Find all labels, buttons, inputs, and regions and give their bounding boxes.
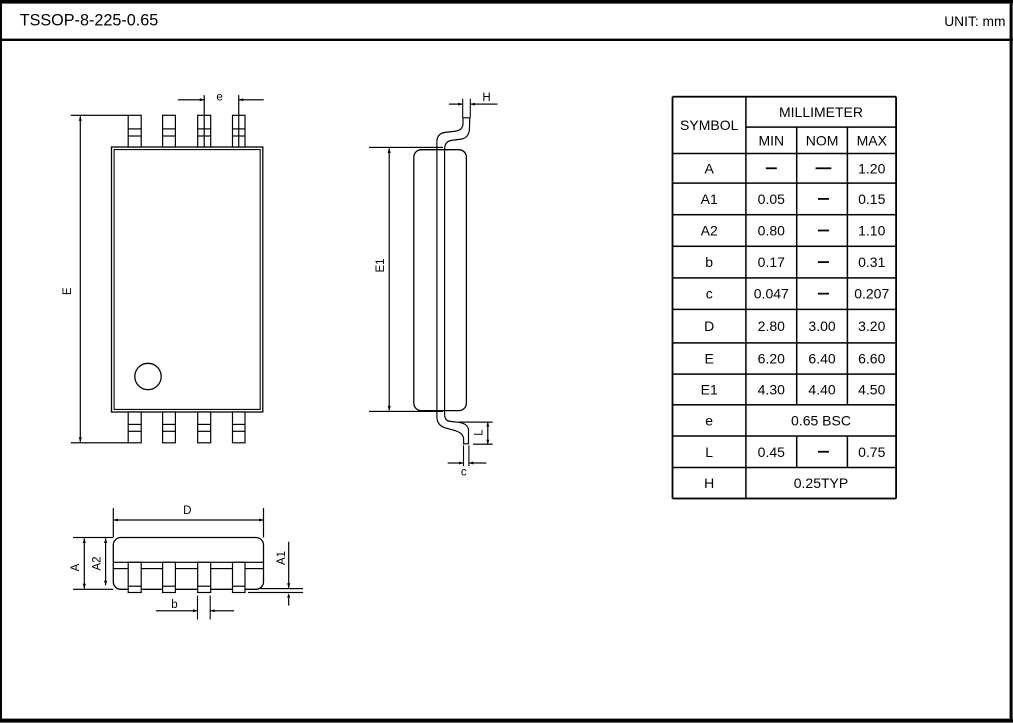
svg-text:A1: A1 [701, 191, 718, 207]
svg-text:0.65 BSC: 0.65 BSC [791, 412, 851, 428]
svg-text:A1: A1 [276, 551, 288, 565]
svg-text:A: A [705, 160, 715, 176]
svg-text:1.20: 1.20 [858, 160, 885, 176]
svg-text:E: E [705, 351, 714, 367]
svg-text:0.75: 0.75 [858, 444, 885, 460]
svg-text:UNIT: mm: UNIT: mm [944, 14, 1005, 29]
svg-text:b: b [171, 599, 177, 611]
svg-text:0.15: 0.15 [858, 191, 885, 207]
svg-text:E1: E1 [701, 381, 718, 397]
svg-text:6.20: 6.20 [758, 351, 785, 367]
svg-text:4.50: 4.50 [858, 381, 885, 397]
svg-text:L: L [474, 429, 486, 436]
svg-text:D: D [183, 505, 191, 517]
svg-text:0.047: 0.047 [754, 286, 789, 302]
svg-text:0.80: 0.80 [758, 223, 785, 239]
svg-text:3.20: 3.20 [858, 318, 885, 334]
svg-text:0.17: 0.17 [758, 254, 785, 270]
svg-text:0.31: 0.31 [858, 254, 885, 270]
svg-text:MIN: MIN [758, 132, 784, 148]
svg-text:4.30: 4.30 [758, 381, 785, 397]
svg-text:H: H [704, 475, 714, 491]
svg-text:0.207: 0.207 [854, 286, 889, 302]
svg-text:6.40: 6.40 [808, 351, 835, 367]
svg-text:4.40: 4.40 [808, 381, 835, 397]
svg-text:MAX: MAX [857, 132, 888, 148]
svg-text:6.60: 6.60 [858, 351, 885, 367]
svg-text:1.10: 1.10 [858, 223, 885, 239]
svg-text:D: D [704, 318, 714, 334]
svg-text:c: c [706, 286, 713, 302]
svg-text:0.25TYP: 0.25TYP [794, 475, 848, 491]
svg-text:3.00: 3.00 [808, 318, 835, 334]
svg-text:e: e [216, 92, 222, 104]
svg-text:TSSOP-8-225-0.65: TSSOP-8-225-0.65 [20, 12, 159, 30]
svg-text:E1: E1 [375, 258, 387, 272]
svg-text:A2: A2 [91, 556, 103, 570]
svg-text:SYMBOL: SYMBOL [680, 117, 739, 133]
svg-text:e: e [705, 412, 713, 428]
svg-text:L: L [705, 444, 713, 460]
svg-text:0.45: 0.45 [758, 444, 785, 460]
svg-text:E: E [62, 287, 74, 295]
svg-text:MILLIMETER: MILLIMETER [779, 104, 863, 120]
svg-text:NOM: NOM [806, 132, 839, 148]
svg-text:0.05: 0.05 [758, 191, 785, 207]
svg-text:c: c [461, 467, 467, 479]
svg-text:A: A [70, 563, 82, 571]
svg-text:A2: A2 [701, 223, 718, 239]
svg-text:2.80: 2.80 [758, 318, 785, 334]
svg-text:b: b [705, 254, 713, 270]
svg-text:H: H [482, 92, 490, 104]
